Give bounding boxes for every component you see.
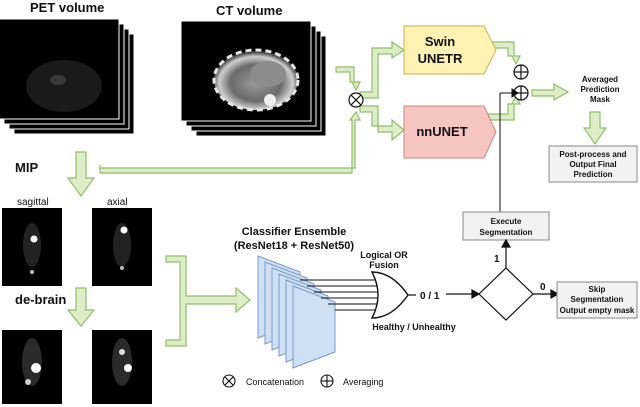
pet-to-concat-arrow (99, 110, 361, 174)
debrain-axial-image (92, 330, 152, 404)
ct-volume-stack (180, 20, 327, 137)
mip-sagittal-image (2, 208, 62, 286)
mask-to-post-arrow (582, 111, 608, 146)
execute-label-1: Execute (491, 217, 522, 226)
healthy-unhealthy-label: Healthy / Unhealthy (372, 322, 456, 332)
swin-label-1: Swin (425, 34, 455, 49)
circle-times-icon (222, 374, 236, 388)
skip-label-2: Segmentation (571, 295, 624, 304)
classifier-stack (257, 255, 336, 369)
logical-or-label-2: Fusion (369, 260, 399, 270)
skip-label-1: Skip (589, 285, 606, 294)
mip-label: MIP (15, 160, 38, 175)
classifier-title-1: Classifier Ensemble (242, 226, 347, 238)
classifier-output-lines (300, 279, 380, 311)
legend-concat-label: Concatenation (246, 377, 304, 387)
averaged-mask-label-1: Averaged (582, 75, 618, 84)
execute-label-2: Segmentation (480, 228, 533, 237)
decision-diamond (478, 267, 534, 321)
avg-to-mask-arrow (531, 82, 570, 102)
pet-volume-label: PET volume (30, 0, 104, 15)
concat-to-nnunet-arrow (359, 105, 405, 142)
execute-to-avg-connector (499, 88, 519, 212)
branch-one-label: 1 (494, 254, 500, 265)
legend-avg-label: Averaging (343, 377, 383, 387)
pet-volume-stack (0, 18, 135, 135)
swin-unetr-block: Swin UNETR (403, 25, 497, 75)
debrain-label: de-brain (15, 292, 66, 307)
branch-zero-label: 0 (540, 282, 546, 293)
zero-one-label: 0 / 1 (420, 291, 440, 302)
bracket-to-classifier-arrow (165, 255, 251, 347)
input-arrows (66, 40, 608, 347)
decision-arrows (446, 238, 560, 300)
averaged-mask-label-3: Mask (590, 95, 611, 104)
averaged-mask-label-2: Prediction (580, 85, 619, 94)
debrain-down-arrow (66, 287, 96, 327)
debrain-sagittal-image (2, 330, 62, 404)
circle-plus-icon (320, 374, 334, 388)
average-operator-icon (513, 64, 529, 80)
axial-label: axial (107, 197, 128, 208)
sagittal-label: sagittal (17, 197, 49, 208)
post-label-3: Prediction (573, 170, 612, 179)
skip-label-3: Output empty mask (560, 306, 635, 315)
legend: Concatenation Averaging (222, 374, 383, 388)
mip-axial-image (92, 208, 152, 286)
execute-segmentation-box: Execute Segmentation (462, 211, 550, 241)
nnunet-label: nnUNET (416, 124, 467, 139)
post-process-box: Post-process and Output Final Prediction (548, 145, 638, 183)
logical-or-gate (370, 271, 416, 319)
swin-label-2: UNETR (418, 51, 463, 66)
average-operator-icon (513, 85, 529, 101)
concat-operator-icon (348, 92, 364, 108)
skip-segmentation-box: Skip Segmentation Output empty mask (556, 281, 638, 319)
nnunet-block: nnUNET (403, 105, 497, 159)
mip-down-arrow (66, 151, 96, 198)
swin-to-avg-arrow (487, 41, 521, 66)
post-label-2: Output Final (569, 160, 616, 169)
ct-to-concat-arrow (335, 66, 361, 92)
concat-to-swin-arrow (359, 40, 406, 99)
nnunet-to-avg-arrow (487, 94, 521, 121)
logical-or-label-1: Logical OR (360, 250, 408, 260)
ct-volume-label: CT volume (216, 3, 282, 18)
classifier-title-2: (ResNet18 + ResNet50) (234, 240, 354, 252)
post-label-1: Post-process and (559, 150, 626, 159)
